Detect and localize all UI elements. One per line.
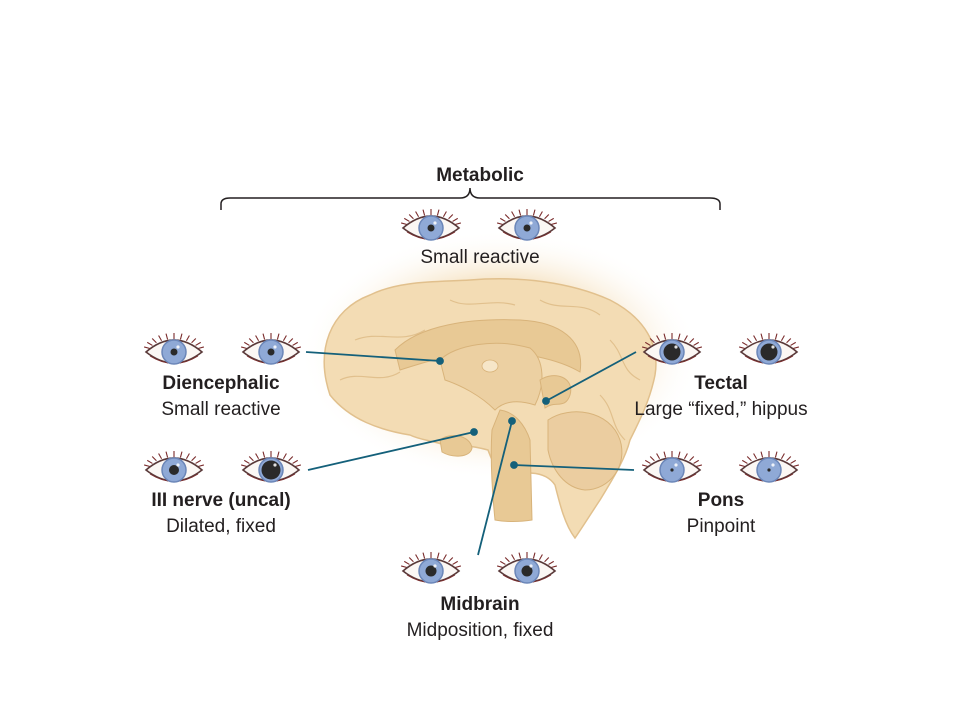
eyelash-icon: [496, 552, 558, 569]
metabolic-eye-right-icon: [400, 209, 462, 241]
eyelash-icon: [641, 333, 703, 350]
eyelash-icon: [738, 333, 800, 350]
metabolic-title: Metabolic: [436, 165, 524, 186]
pons-label: Pons Pinpoint: [600, 488, 842, 540]
metabolic-brace: [220, 187, 721, 210]
eyelash-icon: [496, 209, 558, 226]
diencephalic-desc: Small reactive: [161, 399, 281, 420]
tectal-eye-right-icon: [641, 333, 703, 365]
pupil: [425, 565, 437, 577]
midbrain-title: Midbrain: [440, 594, 520, 615]
metabolic-eye-left-icon: [496, 209, 558, 241]
tectal-desc: Large “fixed,” hippus: [634, 399, 808, 420]
uncal-eye-left-icon: [240, 451, 302, 483]
diencephalic-eye-right-icon: [143, 333, 205, 365]
midbrain-eye-left-icon: [496, 552, 558, 584]
eyelash-icon: [240, 333, 302, 350]
midbrain-eye-right-icon: [400, 552, 462, 584]
leader-diencephalic: [305, 351, 441, 362]
tectal-label: Tectal Large “fixed,” hippus: [600, 371, 842, 423]
pons-desc: Pinpoint: [686, 516, 756, 537]
diencephalic-label: Diencephalic Small reactive: [110, 371, 332, 423]
eyelash-icon: [400, 209, 462, 226]
uncal-label: III nerve (uncal) Dilated, fixed: [110, 488, 332, 540]
metabolic-label: Metabolic: [380, 163, 580, 189]
diencephalic-title: Diencephalic: [162, 373, 280, 394]
pupil: [521, 565, 533, 577]
pupil: [169, 465, 179, 475]
eyelash-icon: [400, 552, 462, 569]
eye-pairs: [143, 209, 800, 584]
midbrain-label: Midbrain Midposition, fixed: [360, 592, 600, 644]
eyelash-icon: [641, 451, 703, 468]
metabolic-desc: Small reactive: [420, 247, 540, 268]
pupil: [523, 224, 531, 232]
pupil: [170, 348, 178, 356]
uncal-eye-right-icon: [143, 451, 205, 483]
eyelash-icon: [738, 451, 800, 468]
pupil: [267, 348, 275, 356]
pupil: [767, 468, 771, 472]
leader-uncal: [307, 431, 475, 471]
diencephalic-eye-left-icon: [240, 333, 302, 365]
pupil: [663, 343, 681, 361]
pupil: [670, 468, 674, 472]
leader-midbrain: [477, 420, 513, 556]
eyelash-icon: [143, 333, 205, 350]
pupil: [261, 460, 281, 480]
leader-pons: [513, 464, 635, 471]
brain-sagittal-illustration: [300, 230, 700, 540]
eyelash-icon: [240, 451, 302, 468]
metabolic-desc-block: Small reactive: [360, 245, 600, 271]
pons-eye-right-icon: [641, 451, 703, 483]
pons-eye-left-icon: [738, 451, 800, 483]
uncal-title: III nerve (uncal): [151, 490, 291, 511]
pupil: [760, 343, 778, 361]
midbrain-desc: Midposition, fixed: [406, 620, 554, 641]
leader-lines: [305, 351, 637, 556]
pupil: [427, 224, 435, 232]
tectal-eye-left-icon: [738, 333, 800, 365]
leader-tectal: [545, 351, 637, 402]
eyelash-icon: [143, 451, 205, 468]
uncal-desc: Dilated, fixed: [166, 516, 276, 537]
pons-title: Pons: [697, 490, 745, 511]
tectal-title: Tectal: [694, 373, 748, 394]
